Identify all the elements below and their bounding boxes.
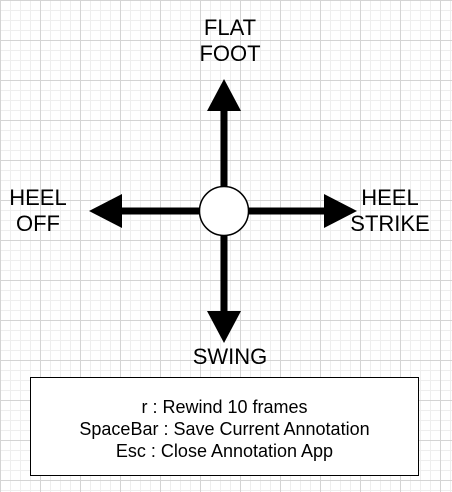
label-swing-line1: SWING (192, 344, 268, 369)
label-flat-foot-line1: FLAT (203, 15, 257, 40)
legend-line-close: Esc : Close Annotation App (115, 441, 334, 461)
label-heel-strike-line2: STRIKE (350, 211, 430, 236)
label-heel-off-line1: HEEL (9, 185, 67, 210)
label-swing: SWING (165, 344, 295, 370)
keyboard-shortcuts-legend: r : Rewind 10 frames SpaceBar : Save Cur… (30, 377, 419, 476)
legend-line-save: SpaceBar : Save Current Annotation (79, 419, 370, 439)
arrow-down-head (207, 311, 241, 343)
label-heel-off: HEEL OFF (0, 185, 78, 237)
center-circle (198, 185, 250, 237)
label-flat-foot: FLAT FOOT (175, 15, 285, 67)
arrow-left-head (89, 194, 122, 228)
label-flat-foot-line2: FOOT (199, 41, 261, 66)
arrow-right-head (324, 194, 357, 228)
legend-line-rewind: r : Rewind 10 frames (141, 397, 308, 417)
label-heel-off-line2: OFF (16, 211, 60, 236)
label-heel-strike: HEEL STRIKE (340, 185, 440, 237)
label-heel-strike-line1: HEEL (361, 185, 419, 210)
arrow-up-head (207, 79, 241, 111)
